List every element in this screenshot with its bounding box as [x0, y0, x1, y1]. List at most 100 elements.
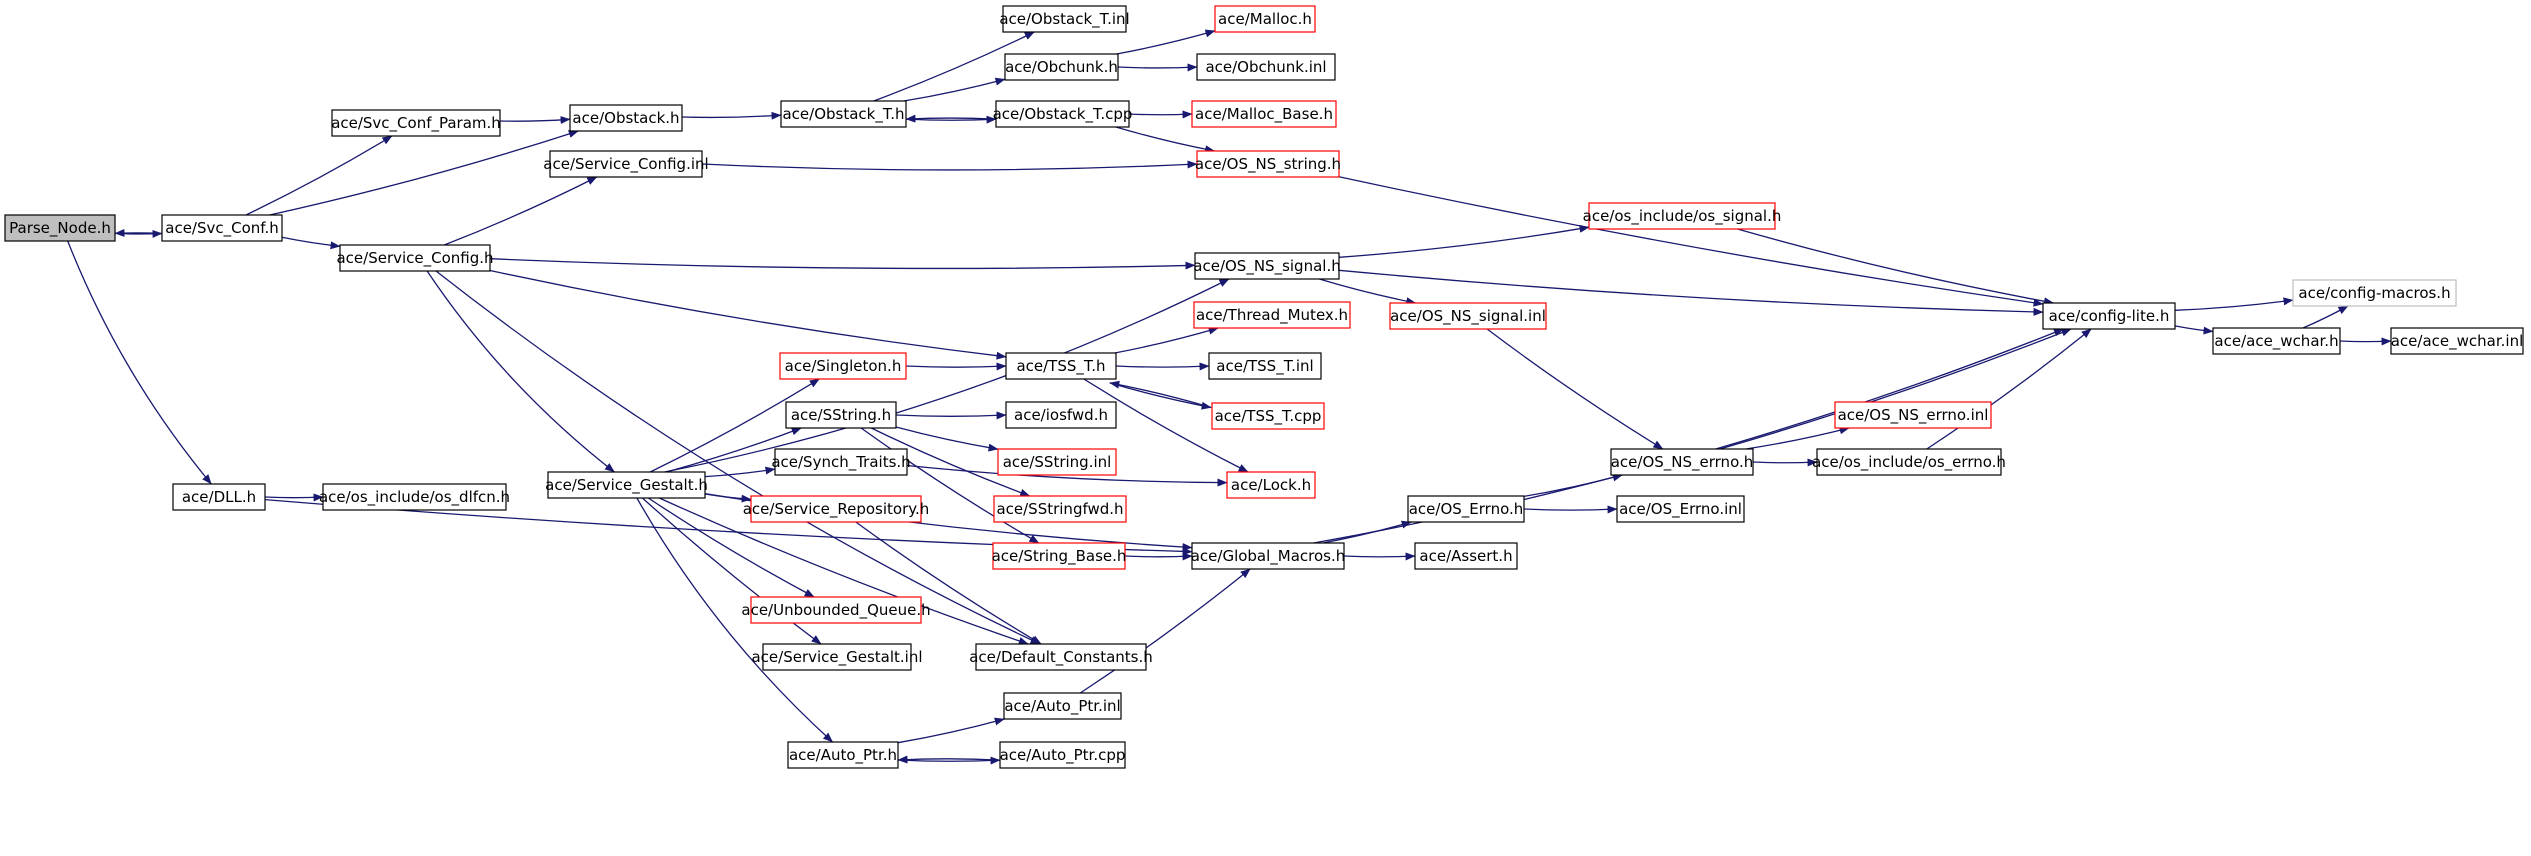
edge-synch_traits-to-lock	[906, 464, 1228, 487]
node-assert[interactable]: ace/Assert.h	[1414, 542, 1518, 570]
node-os-include-os-signal[interactable]: ace/os_include/os_signal.h	[1583, 202, 1782, 230]
edge-svc_conf_param-to-obstack	[499, 115, 571, 124]
node-sstringfwd[interactable]: ace/SStringfwd.h	[993, 495, 1127, 523]
node-label: ace/Service_Config.inl	[543, 155, 708, 174]
node-box	[992, 542, 1126, 570]
edge-os_ns_string-to-config_lite	[1338, 176, 2044, 307]
edge-ace_wchar-to-config_macros	[2302, 305, 2349, 329]
edge-service_config-to-default_constants	[435, 270, 1041, 645]
edge-global_macros-to-assert	[1343, 552, 1416, 561]
node-label: ace/Obstack_T.h	[782, 105, 904, 124]
node-os-ns-signal-inl[interactable]: ace/OS_NS_signal.inl	[1389, 302, 1547, 330]
node-label: ace/SString.h	[791, 406, 891, 424]
node-thread-mutex[interactable]: ace/Thread_Mutex.h	[1193, 301, 1351, 329]
node-box	[1005, 352, 1117, 380]
node-label: ace/Global_Macros.h	[1191, 547, 1346, 566]
node-svc-conf[interactable]: ace/Svc_Conf.h	[161, 214, 283, 242]
node-label: Parse_Node.h	[9, 219, 111, 238]
edge-service_gestalt-to-sstring	[666, 427, 802, 473]
node-os-errno-inl[interactable]: ace/OS_Errno.inl	[1616, 495, 1745, 523]
node-os-dlfcn[interactable]: ace/os_include/os_dlfcn.h	[319, 483, 510, 511]
node-ace-wchar-inl[interactable]: ace/ace_wchar.inl	[2390, 327, 2524, 355]
node-service-gestalt-inl[interactable]: ace/Service_Gestalt.inl	[751, 643, 923, 671]
node-box	[999, 741, 1126, 769]
node-iosfwd[interactable]: ace/iosfwd.h	[1005, 401, 1117, 429]
node-auto-ptr[interactable]: ace/Auto_Ptr.h	[787, 741, 899, 769]
node-label: ace/OS_NS_string.h	[1195, 155, 1341, 174]
edge-obstack-to-obstack_t	[681, 111, 782, 120]
node-box	[779, 352, 907, 380]
node-label: ace/OS_NS_signal.h	[1193, 257, 1340, 276]
edge-service_config-to-service_config_inl	[443, 176, 598, 246]
nodes-layer: Parse_Node.h ace/Svc_Conf.h ace/Svc_Conf_P…	[4, 5, 2524, 769]
node-box	[161, 214, 283, 242]
node-sstring[interactable]: ace/SString.h	[785, 401, 897, 429]
node-box	[993, 495, 1127, 523]
node-os-ns-string[interactable]: ace/OS_NS_string.h	[1195, 150, 1341, 178]
node-obstack-t-inl[interactable]: ace/Obstack_T.inl	[999, 5, 1130, 33]
edge-obstack_t_cpp-to-malloc_base	[1128, 110, 1193, 119]
node-service-config[interactable]: ace/Service_Config.h	[336, 244, 494, 272]
node-default-constants[interactable]: ace/Default_Constants.h	[969, 643, 1153, 671]
node-tss-t-inl[interactable]: ace/TSS_T.inl	[1208, 352, 1322, 380]
node-tss-t-cpp[interactable]: ace/TSS_T.cpp	[1211, 402, 1325, 430]
node-malloc[interactable]: ace/Malloc.h	[1214, 5, 1316, 33]
node-config-macros[interactable]: ace/config-macros.h	[2292, 279, 2457, 307]
node-tss-t[interactable]: ace/TSS_T.h	[1005, 352, 1117, 380]
node-ace-wchar[interactable]: ace/ace_wchar.h	[2212, 327, 2341, 355]
node-label: ace/Obchunk.h	[1005, 58, 1118, 76]
node-auto-ptr-inl[interactable]: ace/Auto_Ptr.inl	[1003, 692, 1122, 720]
node-obstack[interactable]: ace/Obstack.h	[569, 104, 683, 132]
node-label: ace/OS_Errno.inl	[1619, 500, 1742, 519]
node-dll[interactable]: ace/DLL.h	[172, 483, 266, 511]
node-label: ace/ace_wchar.inl	[2391, 332, 2524, 351]
node-service-repository[interactable]: ace/Service_Repository.h	[743, 495, 930, 523]
node-box	[785, 401, 897, 429]
node-string-base[interactable]: ace/String_Base.h	[992, 542, 1127, 570]
node-box	[1588, 202, 1776, 230]
node-service-gestalt[interactable]: ace/Service_Gestalt.h	[545, 471, 708, 499]
node-os-ns-errno-inl[interactable]: ace/OS_NS_errno.inl	[1834, 401, 1992, 429]
node-box	[750, 495, 922, 523]
node-box	[547, 471, 706, 499]
node-synch-traits[interactable]: ace/Synch_Traits.h	[771, 448, 911, 476]
node-sstring-inl[interactable]: ace/SString.inl	[997, 448, 1117, 476]
node-box	[1214, 5, 1316, 33]
node-os-ns-signal[interactable]: ace/OS_NS_signal.h	[1193, 252, 1341, 280]
edge-sstring-to-iosfwd	[895, 411, 1007, 420]
node-label: ace/config-macros.h	[2298, 284, 2450, 302]
edge-parse_node-to-dll	[67, 240, 212, 485]
node-os-errno[interactable]: ace/OS_Errno.h	[1407, 495, 1525, 523]
node-obstack-t-cpp[interactable]: ace/Obstack_T.cpp	[993, 100, 1133, 128]
node-malloc-base[interactable]: ace/Malloc_Base.h	[1191, 100, 1337, 128]
node-obchunk-inl[interactable]: ace/Obchunk.inl	[1196, 53, 1336, 81]
node-label: ace/os_include/os_errno.h	[1812, 453, 2006, 472]
node-label: ace/Service_Gestalt.inl	[751, 648, 922, 667]
edge-obchunk-to-malloc	[1116, 29, 1216, 55]
edge-os_ns_errno-to-config_lite	[1719, 328, 2072, 450]
node-singleton[interactable]: ace/Singleton.h	[779, 352, 907, 380]
edge-obstack_t-to-obstack_t_inl	[873, 31, 1035, 102]
node-svc-conf-param[interactable]: ace/Svc_Conf_Param.h	[331, 109, 501, 137]
edge-ace_wchar-to-ace_wchar_inl	[2339, 337, 2392, 346]
node-os-include-os-errno[interactable]: ace/os_include/os_errno.h	[1812, 448, 2006, 476]
node-parse-node[interactable]: Parse_Node.h	[4, 214, 116, 242]
node-lock[interactable]: ace/Lock.h	[1226, 471, 1316, 499]
node-obstack-t[interactable]: ace/Obstack_T.h	[780, 100, 907, 128]
node-obchunk[interactable]: ace/Obchunk.h	[1004, 53, 1119, 81]
node-label: ace/SStringfwd.h	[996, 500, 1123, 518]
edge-os_include_os_errno-to-config_lite	[1926, 328, 2092, 450]
node-config-lite[interactable]: ace/config-lite.h	[2042, 302, 2176, 330]
node-box	[322, 483, 507, 511]
node-label: ace/String_Base.h	[992, 547, 1127, 566]
node-unbounded-queue[interactable]: ace/Unbounded_Queue.h	[741, 596, 931, 624]
node-label: ace/os_include/os_dlfcn.h	[319, 488, 510, 507]
node-box	[1196, 150, 1340, 178]
node-label: ace/TSS_T.inl	[1216, 357, 1313, 376]
node-global-macros[interactable]: ace/Global_Macros.h	[1191, 542, 1346, 570]
node-os-ns-errno[interactable]: ace/OS_NS_errno.h	[1610, 448, 1754, 476]
node-box	[1389, 302, 1547, 330]
node-service-config-inl[interactable]: ace/Service_Config.inl	[543, 150, 709, 178]
node-auto-ptr-cpp[interactable]: ace/Auto_Ptr.cpp	[999, 741, 1126, 769]
